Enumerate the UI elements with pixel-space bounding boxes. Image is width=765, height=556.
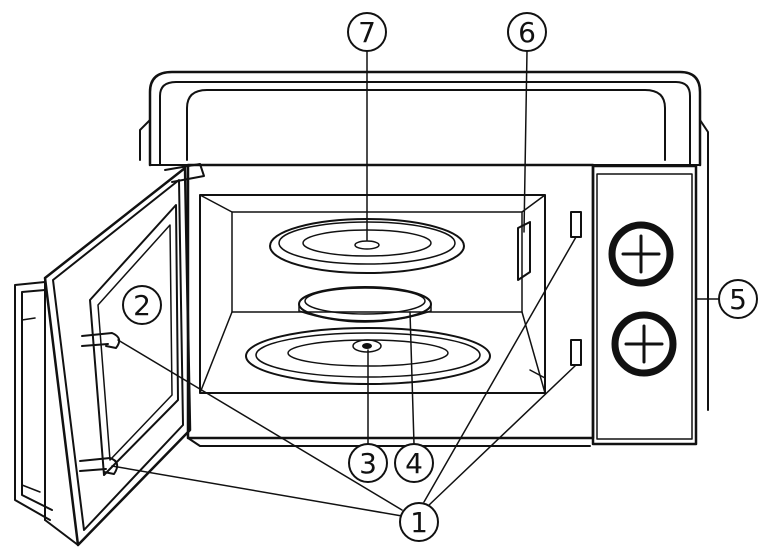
callout-ring [399,502,439,542]
oven-cavity [199,194,546,394]
callout-ring [347,12,387,52]
callout-4: 4 [394,443,434,483]
callout-6: 6 [507,12,547,52]
callout-label: 7 [358,16,376,49]
roller-ring [298,286,432,323]
waveguide-cover [517,221,531,281]
callout-ring [718,279,758,319]
callout-label: 6 [518,16,536,49]
callout-ring [394,443,434,483]
timer-knob [608,221,674,287]
power-knob [611,311,677,377]
callout-ring [507,12,547,52]
callout-ring [348,443,388,483]
callout-label: 3 [359,447,377,480]
callout-label: 2 [133,289,151,322]
callout-5: 5 [718,279,758,319]
leader-lines [111,50,720,517]
callout-1: 1 [399,502,439,542]
safety-lock-holes [570,211,582,366]
callout-ring [122,285,162,325]
callout-label: 4 [405,447,423,480]
door-latch-hooks [79,332,121,475]
callout-2: 2 [122,285,162,325]
callout-label: 5 [729,283,747,316]
control-panel [591,164,698,446]
callout-label: 1 [410,506,428,539]
callout-3: 3 [348,443,388,483]
door [14,163,205,547]
turntable-shaft [362,343,372,349]
callout-7: 7 [347,12,387,52]
